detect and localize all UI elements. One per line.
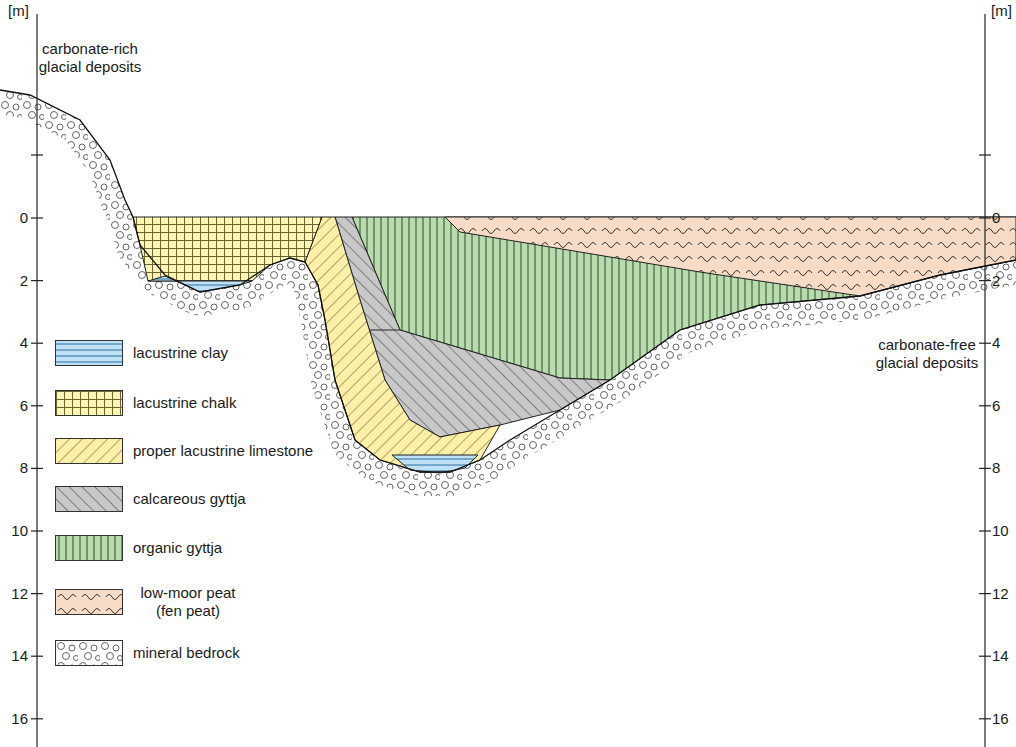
lacustrine-limestone: [305, 217, 500, 472]
depth-number: 10: [992, 522, 1009, 540]
depth-number: 2: [20, 272, 28, 290]
basin-outline: [0, 90, 1016, 472]
legend-swatch: [55, 390, 123, 416]
depth-number: 12: [992, 585, 1009, 603]
depth-number: 4: [20, 334, 28, 352]
legend-swatch: [55, 589, 123, 615]
unit-label: [m]: [991, 2, 1012, 20]
lacustrine-clay: [392, 455, 478, 473]
depth-number: 14: [992, 647, 1009, 665]
depth-number: 6: [992, 397, 1000, 415]
legend-item: mineral bedrock: [55, 640, 240, 666]
legend-text: proper lacustrine limestone: [133, 442, 313, 460]
depth-number: 2: [992, 272, 1000, 290]
swatch-pattern: [56, 536, 122, 560]
legend-item: lacustrine chalk: [55, 390, 236, 416]
legend-item: low-moor peat (fen peat): [55, 584, 243, 620]
legend-text: lacustrine clay: [133, 344, 228, 362]
legend-item: organic gyttja: [55, 535, 222, 561]
depth-number: 10: [11, 522, 28, 540]
legend-text: organic gyttja: [133, 539, 222, 557]
depth-number: 4: [992, 334, 1000, 352]
depth-number: 6: [20, 397, 28, 415]
legend-swatch: [55, 340, 123, 366]
bedrock-band: [0, 90, 1016, 472]
legend-item: calcareous gyttja: [55, 486, 246, 512]
depth-number: 16: [992, 710, 1009, 728]
legend-swatch: [55, 438, 123, 464]
legend-swatch: [55, 486, 123, 512]
legend-text: mineral bedrock: [133, 644, 240, 662]
lacustrine-clay: [148, 276, 252, 292]
legend-text: lacustrine chalk: [133, 394, 236, 412]
depth-number: 8: [992, 459, 1000, 477]
depth-number: 8: [20, 459, 28, 477]
swatch-pattern: [56, 487, 122, 511]
legend-text: low-moor peat (fen peat): [133, 584, 243, 620]
depth-number: 12: [11, 585, 28, 603]
swatch-pattern: [56, 439, 122, 463]
depth-number: 0: [20, 209, 28, 227]
swatch-pattern: [56, 641, 122, 665]
legend-swatch: [55, 535, 123, 561]
depth-number: 14: [11, 647, 28, 665]
legend-text: calcareous gyttja: [133, 490, 246, 508]
legend-swatch: [55, 640, 123, 666]
depth-number: 16: [11, 710, 28, 728]
legend-item: proper lacustrine limestone: [55, 438, 313, 464]
swatch-pattern: [56, 590, 122, 614]
depth-axes: [31, 14, 991, 747]
deposit-label: carbonate-rich glacial deposits: [20, 40, 160, 76]
fen-peat: [445, 217, 1016, 296]
swatch-pattern: [56, 391, 122, 415]
depth-number: 0: [992, 209, 1000, 227]
deposit-label: carbonate-free glacial deposits: [862, 336, 992, 372]
legend-item: lacustrine clay: [55, 340, 228, 366]
unit-label: [m]: [8, 2, 29, 20]
swatch-pattern: [56, 341, 122, 365]
